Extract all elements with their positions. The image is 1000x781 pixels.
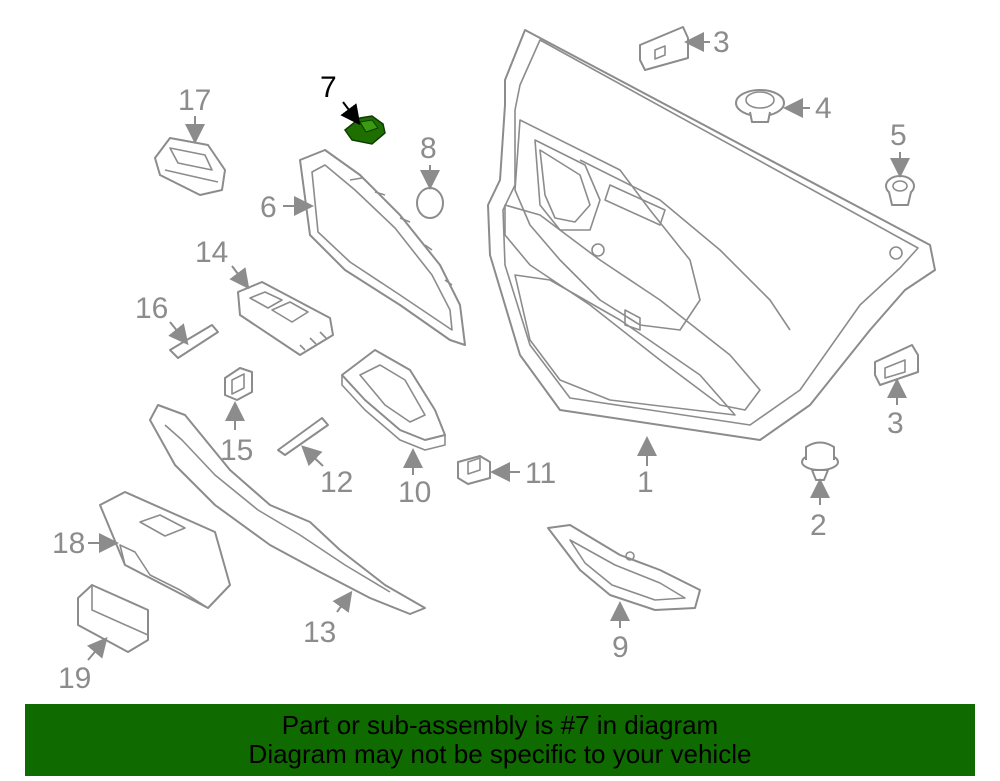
callout-6: 6 (260, 191, 314, 224)
part-3-bracket-top (639, 26, 689, 71)
part-15-bracket (224, 367, 253, 401)
callout-15: 15 (220, 401, 253, 467)
part-12-trim-strip (277, 417, 329, 456)
callout-4: 4 (783, 92, 832, 125)
callout-14: 14 (195, 236, 250, 290)
callout-2: 2 (810, 478, 830, 542)
svg-text:1: 1 (637, 466, 654, 499)
callout-10: 10 (398, 448, 431, 509)
part-16-small-trim (169, 324, 219, 359)
callout-18: 18 (52, 527, 119, 560)
svg-text:13: 13 (303, 616, 336, 649)
svg-text:15: 15 (220, 434, 253, 467)
svg-text:12: 12 (320, 466, 353, 499)
part-9-handle-trim (547, 524, 701, 611)
callout-3-top: 3 (684, 26, 730, 59)
callout-11: 11 (490, 457, 556, 490)
part-18-console-panel (99, 491, 231, 609)
callout-3-right: 3 (887, 378, 907, 440)
svg-text:3: 3 (887, 407, 904, 440)
callout-17: 17 (178, 84, 211, 144)
svg-text:4: 4 (815, 92, 832, 125)
part-1-door-trim-panel (487, 29, 936, 441)
part-4-grommet (735, 89, 785, 123)
footer-banner: Part or sub-assembly is #7 in diagram Di… (25, 704, 975, 776)
part-7-highlighted-clip (343, 115, 386, 145)
part-19-switch-block (77, 584, 149, 653)
svg-text:14: 14 (195, 236, 228, 269)
part-5-plug (885, 175, 915, 206)
callout-19: 19 (58, 636, 108, 695)
part-3-bracket-right (874, 344, 919, 386)
svg-text:5: 5 (890, 119, 907, 152)
svg-text:11: 11 (525, 457, 556, 490)
footer-line-2: Diagram may not be specific to your vehi… (248, 739, 752, 769)
part-8-o-ring (416, 187, 444, 219)
svg-text:16: 16 (135, 292, 168, 325)
svg-text:9: 9 (612, 631, 629, 664)
callout-8: 8 (420, 132, 440, 190)
part-11-clip (457, 455, 491, 485)
svg-text:3: 3 (713, 26, 730, 59)
part-17-switch (154, 137, 226, 196)
part-10-armrest-pocket (341, 349, 446, 451)
part-13-long-trim-strip (149, 404, 426, 615)
part-14-switch-bezel (237, 281, 334, 356)
callout-13: 13 (303, 590, 353, 649)
part-2-clip (801, 441, 839, 481)
svg-text:7: 7 (320, 71, 337, 104)
svg-text:18: 18 (52, 527, 85, 560)
callout-7: 7 (320, 71, 361, 126)
footer-line-1: Part or sub-assembly is #7 in diagram (281, 710, 719, 740)
callout-16: 16 (135, 292, 189, 346)
svg-text:10: 10 (398, 476, 431, 509)
callout-9: 9 (610, 601, 630, 664)
svg-text:19: 19 (58, 662, 91, 695)
callout-1: 1 (637, 436, 657, 499)
callout-12: 12 (301, 445, 353, 499)
callout-5: 5 (890, 119, 910, 178)
part-6-triangle-trim (299, 149, 466, 346)
svg-text:6: 6 (260, 191, 277, 224)
svg-text:8: 8 (420, 132, 437, 165)
parts-diagram: 1 2 3 3 4 5 6 7 8 9 10 11 (52, 26, 936, 695)
svg-text:17: 17 (178, 84, 211, 117)
svg-text:2: 2 (810, 509, 827, 542)
